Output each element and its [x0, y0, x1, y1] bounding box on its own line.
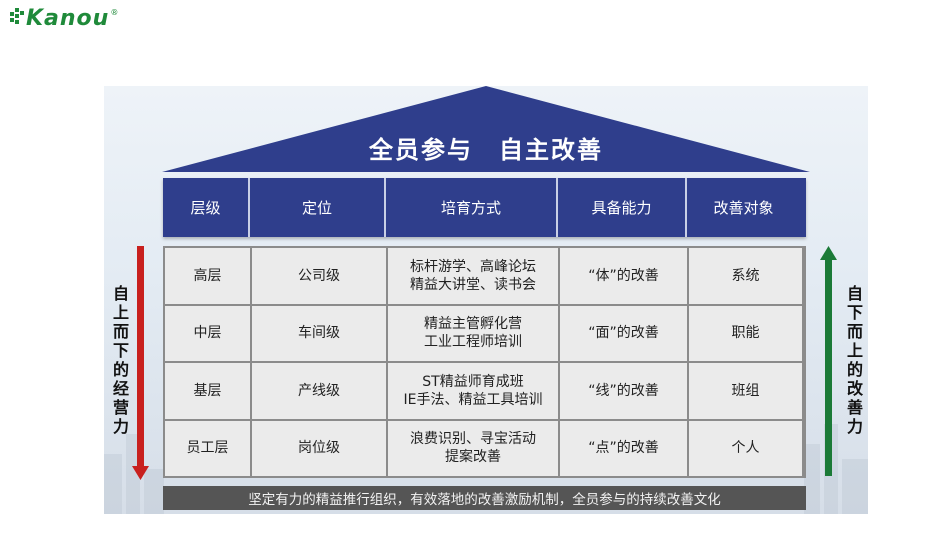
cell-level: 基层 [165, 363, 250, 419]
table-header: 层级 定位 培育方式 具备能力 改善对象 [163, 178, 806, 237]
header-target: 改善对象 [713, 199, 774, 217]
cell-level: 高层 [165, 248, 250, 304]
training-line: 提案改善 [445, 449, 501, 466]
foundation-banner: 坚定有力的精益推行组织，有效落地的改善激励机制，全员参与的持续改善文化 [163, 486, 806, 510]
top-down-label: 自上而下的经营力 [112, 284, 129, 436]
table-body: 高层 公司级 标杆游学、高峰论坛精益大讲堂、读书会 “体”的改善 系统 中层 车… [163, 246, 806, 478]
up-arrow-icon [820, 246, 837, 476]
header-ability: 具备能力 [558, 178, 687, 237]
header-level: 层级 [163, 178, 250, 237]
table-row: 高层 公司级 标杆游学、高峰论坛精益大讲堂、读书会 “体”的改善 系统 [163, 248, 806, 304]
cell-target: 系统 [689, 248, 802, 304]
training-line: ST精益师育成班 [422, 373, 524, 390]
cell-target: 班组 [689, 363, 802, 419]
training-line: 工业工程师培训 [424, 334, 522, 351]
table-row: 中层 车间级 精益主管孵化营工业工程师培训 “面”的改善 职能 [163, 305, 806, 361]
header-position: 定位 [250, 178, 386, 237]
logo-registered-mark: ® [110, 8, 119, 17]
cell-target: 职能 [689, 305, 802, 361]
table-row: 员工层 岗位级 浪费识别、寻宝活动提案改善 “点”的改善 个人 [163, 420, 806, 476]
training-line: 浪费识别、寻宝活动 [410, 431, 536, 448]
cell-position: 岗位级 [252, 420, 386, 476]
cell-ability: “线”的改善 [560, 363, 687, 419]
logo-text: Kanou [26, 6, 110, 31]
down-arrow-icon [132, 246, 149, 480]
arrows-layer [132, 246, 837, 480]
logo-mark-icon [10, 8, 26, 30]
training-line: IE手法、精益工具培训 [403, 391, 543, 408]
house-roof [162, 86, 810, 172]
roof-title: 全员参与 自主改善 [369, 136, 603, 164]
cell-ability: “面”的改善 [560, 305, 687, 361]
training-line: 精益大讲堂、读书会 [410, 276, 536, 293]
training-line: 标杆游学、高峰论坛 [410, 258, 536, 275]
city-skyline-background [104, 424, 868, 514]
cell-position: 车间级 [252, 305, 386, 361]
kanou-logo: Kanou ® [10, 8, 118, 30]
header-training: 培育方式 [386, 178, 558, 237]
cell-position: 公司级 [252, 248, 386, 304]
bottom-up-label: 自下而上的改善力 [846, 284, 863, 436]
cell-level: 员工层 [165, 420, 250, 476]
diagram-canvas: 全员参与 自主改善 层级 定位 培育方式 具备能力 改善对象 高层 公司级 标杆… [104, 86, 868, 514]
cell-training: 精益主管孵化营工业工程师培训 [388, 305, 558, 361]
cell-training: 浪费识别、寻宝活动提案改善 [388, 420, 558, 476]
cell-target: 个人 [689, 420, 802, 476]
cell-level: 中层 [165, 305, 250, 361]
cell-ability: “点”的改善 [560, 420, 687, 476]
cell-position: 产线级 [252, 363, 386, 419]
cell-ability: “体”的改善 [560, 248, 687, 304]
training-line: 精益主管孵化营 [424, 316, 522, 333]
cell-training: 标杆游学、高峰论坛精益大讲堂、读书会 [388, 248, 558, 304]
